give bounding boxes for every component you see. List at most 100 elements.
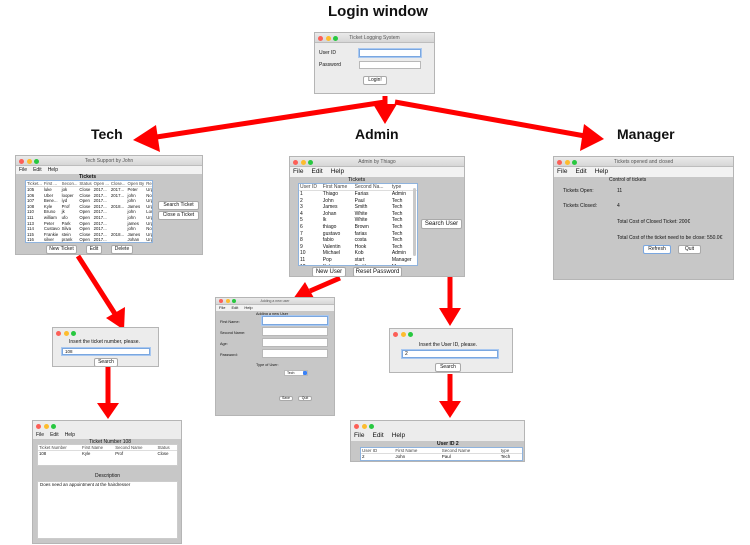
- edit-button[interactable]: Edit: [86, 245, 102, 254]
- quit-button[interactable]: Quit: [678, 245, 701, 254]
- delete-button[interactable]: Delete: [111, 245, 133, 254]
- menu-edit[interactable]: Edit: [33, 167, 42, 173]
- menu-file[interactable]: File: [354, 432, 365, 439]
- minimize-icon[interactable]: [325, 35, 331, 41]
- menu-edit[interactable]: Edit: [311, 168, 323, 175]
- password-input[interactable]: [262, 349, 328, 358]
- menu-help[interactable]: Help: [594, 168, 609, 175]
- zoom-icon[interactable]: [51, 423, 56, 429]
- login-button[interactable]: Login!: [363, 76, 387, 85]
- user-id-input[interactable]: [359, 49, 421, 57]
- menu-file[interactable]: File: [293, 168, 304, 175]
- zoom-icon[interactable]: [71, 330, 76, 336]
- reset-password-button[interactable]: Reset Password: [353, 267, 402, 276]
- minimize-icon[interactable]: [300, 159, 306, 165]
- close-icon[interactable]: [393, 331, 398, 337]
- first-name-input[interactable]: [262, 316, 328, 325]
- close-icon[interactable]: [56, 330, 61, 336]
- user-type-select[interactable]: Tech: [284, 370, 308, 376]
- table-row[interactable]: 108KyleProfClose2017...2018...JamesUrgen…: [26, 204, 152, 210]
- ticket-number-input[interactable]: 108: [62, 348, 150, 355]
- password-input[interactable]: [359, 61, 421, 69]
- menu-edit[interactable]: Edit: [231, 305, 239, 310]
- menu-help[interactable]: Help: [391, 432, 406, 439]
- user-id-input[interactable]: 2: [402, 350, 498, 358]
- close-ticket-button[interactable]: Close a Ticket: [158, 211, 199, 220]
- zoom-icon[interactable]: [333, 35, 338, 41]
- refresh-button[interactable]: Refresh: [643, 245, 671, 254]
- ticket-search-button[interactable]: Search: [94, 358, 118, 366]
- close-icon[interactable]: [19, 158, 24, 164]
- minimize-icon[interactable]: [43, 423, 49, 429]
- menu-edit[interactable]: Edit: [575, 168, 587, 175]
- search-user-button[interactable]: Search User: [421, 219, 462, 229]
- menu-edit[interactable]: Edit: [50, 432, 59, 438]
- menu-file[interactable]: File: [557, 168, 568, 175]
- zoom-icon[interactable]: [408, 331, 413, 337]
- close-icon[interactable]: [557, 159, 562, 165]
- new-ticket-button[interactable]: New Ticket: [46, 245, 77, 254]
- minimize-icon[interactable]: [564, 159, 570, 165]
- menu-help[interactable]: Help: [64, 432, 75, 438]
- minimize-icon[interactable]: [225, 299, 230, 303]
- minimize-icon[interactable]: [361, 423, 367, 429]
- close-icon[interactable]: [318, 35, 323, 41]
- second-name-input[interactable]: [262, 327, 328, 336]
- user-search-button[interactable]: Search: [435, 363, 461, 372]
- age-input[interactable]: [262, 338, 328, 347]
- menu-help[interactable]: Help: [47, 167, 58, 173]
- zoom-icon[interactable]: [308, 159, 313, 165]
- zoom-icon[interactable]: [369, 423, 374, 429]
- scrollbar[interactable]: [413, 188, 416, 256]
- close-icon[interactable]: [219, 299, 223, 303]
- close-icon[interactable]: [354, 423, 359, 429]
- table-row[interactable]: 106UberlooperClose2017...2017...johnNorm…: [26, 193, 152, 199]
- minimize-icon[interactable]: [26, 158, 32, 164]
- minimize-icon[interactable]: [63, 330, 69, 336]
- menu-file[interactable]: File: [19, 167, 28, 173]
- minimize-icon[interactable]: [400, 331, 406, 337]
- menu-help[interactable]: Help: [244, 305, 253, 310]
- heading-tech: Tech: [91, 126, 123, 142]
- table-row[interactable]: 110BrunojkOpen2017...johnLongi...: [26, 209, 152, 215]
- menu-help[interactable]: Help: [330, 168, 345, 175]
- close-icon[interactable]: [36, 423, 41, 429]
- zoom-icon[interactable]: [572, 159, 577, 165]
- save-button[interactable]: Save: [279, 396, 293, 401]
- zoom-icon[interactable]: [34, 158, 39, 164]
- menu-edit[interactable]: Edit: [372, 432, 384, 439]
- new-user-button[interactable]: New User: [312, 267, 346, 276]
- zoom-icon[interactable]: [232, 299, 236, 303]
- menu-file[interactable]: File: [219, 305, 226, 310]
- search-ticket-button[interactable]: Search Ticket: [158, 201, 199, 210]
- close-icon[interactable]: [293, 159, 298, 165]
- description-textarea[interactable]: Does need an appointment at the hairdres…: [37, 481, 178, 539]
- quit-button[interactable]: Quit: [298, 396, 312, 401]
- table-row[interactable]: 12KyleSmithManager: [299, 264, 417, 265]
- menu-file[interactable]: File: [36, 432, 45, 438]
